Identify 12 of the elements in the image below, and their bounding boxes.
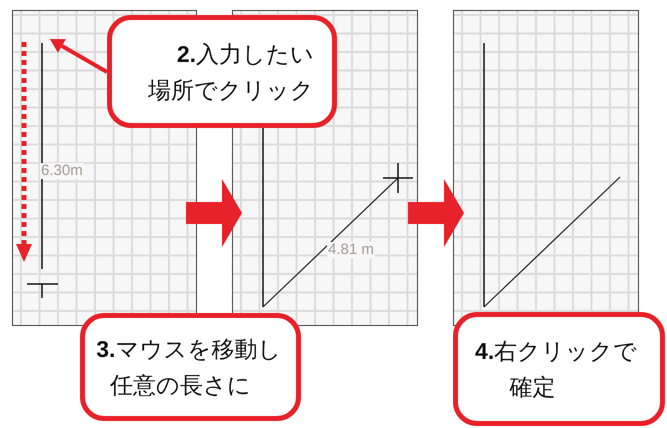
block-arrow: [408, 179, 464, 247]
callout-text: 4.右クリックで確定: [475, 337, 638, 402]
leader-arrow: [50, 39, 108, 74]
callout-tooltip: [107, 15, 337, 128]
length-label: 4.81 m: [327, 242, 375, 258]
block-arrow: [186, 179, 242, 247]
length-label: 6.30m: [40, 163, 84, 179]
callout-tooltip: [453, 312, 665, 426]
callout-text: 2.入力したい場所でクリック: [147, 40, 314, 104]
grid-drawing: [453, 10, 639, 326]
callout-text: 3.マウスを移動し任意の長さに: [96, 335, 282, 400]
callout-tooltip: [80, 313, 301, 421]
